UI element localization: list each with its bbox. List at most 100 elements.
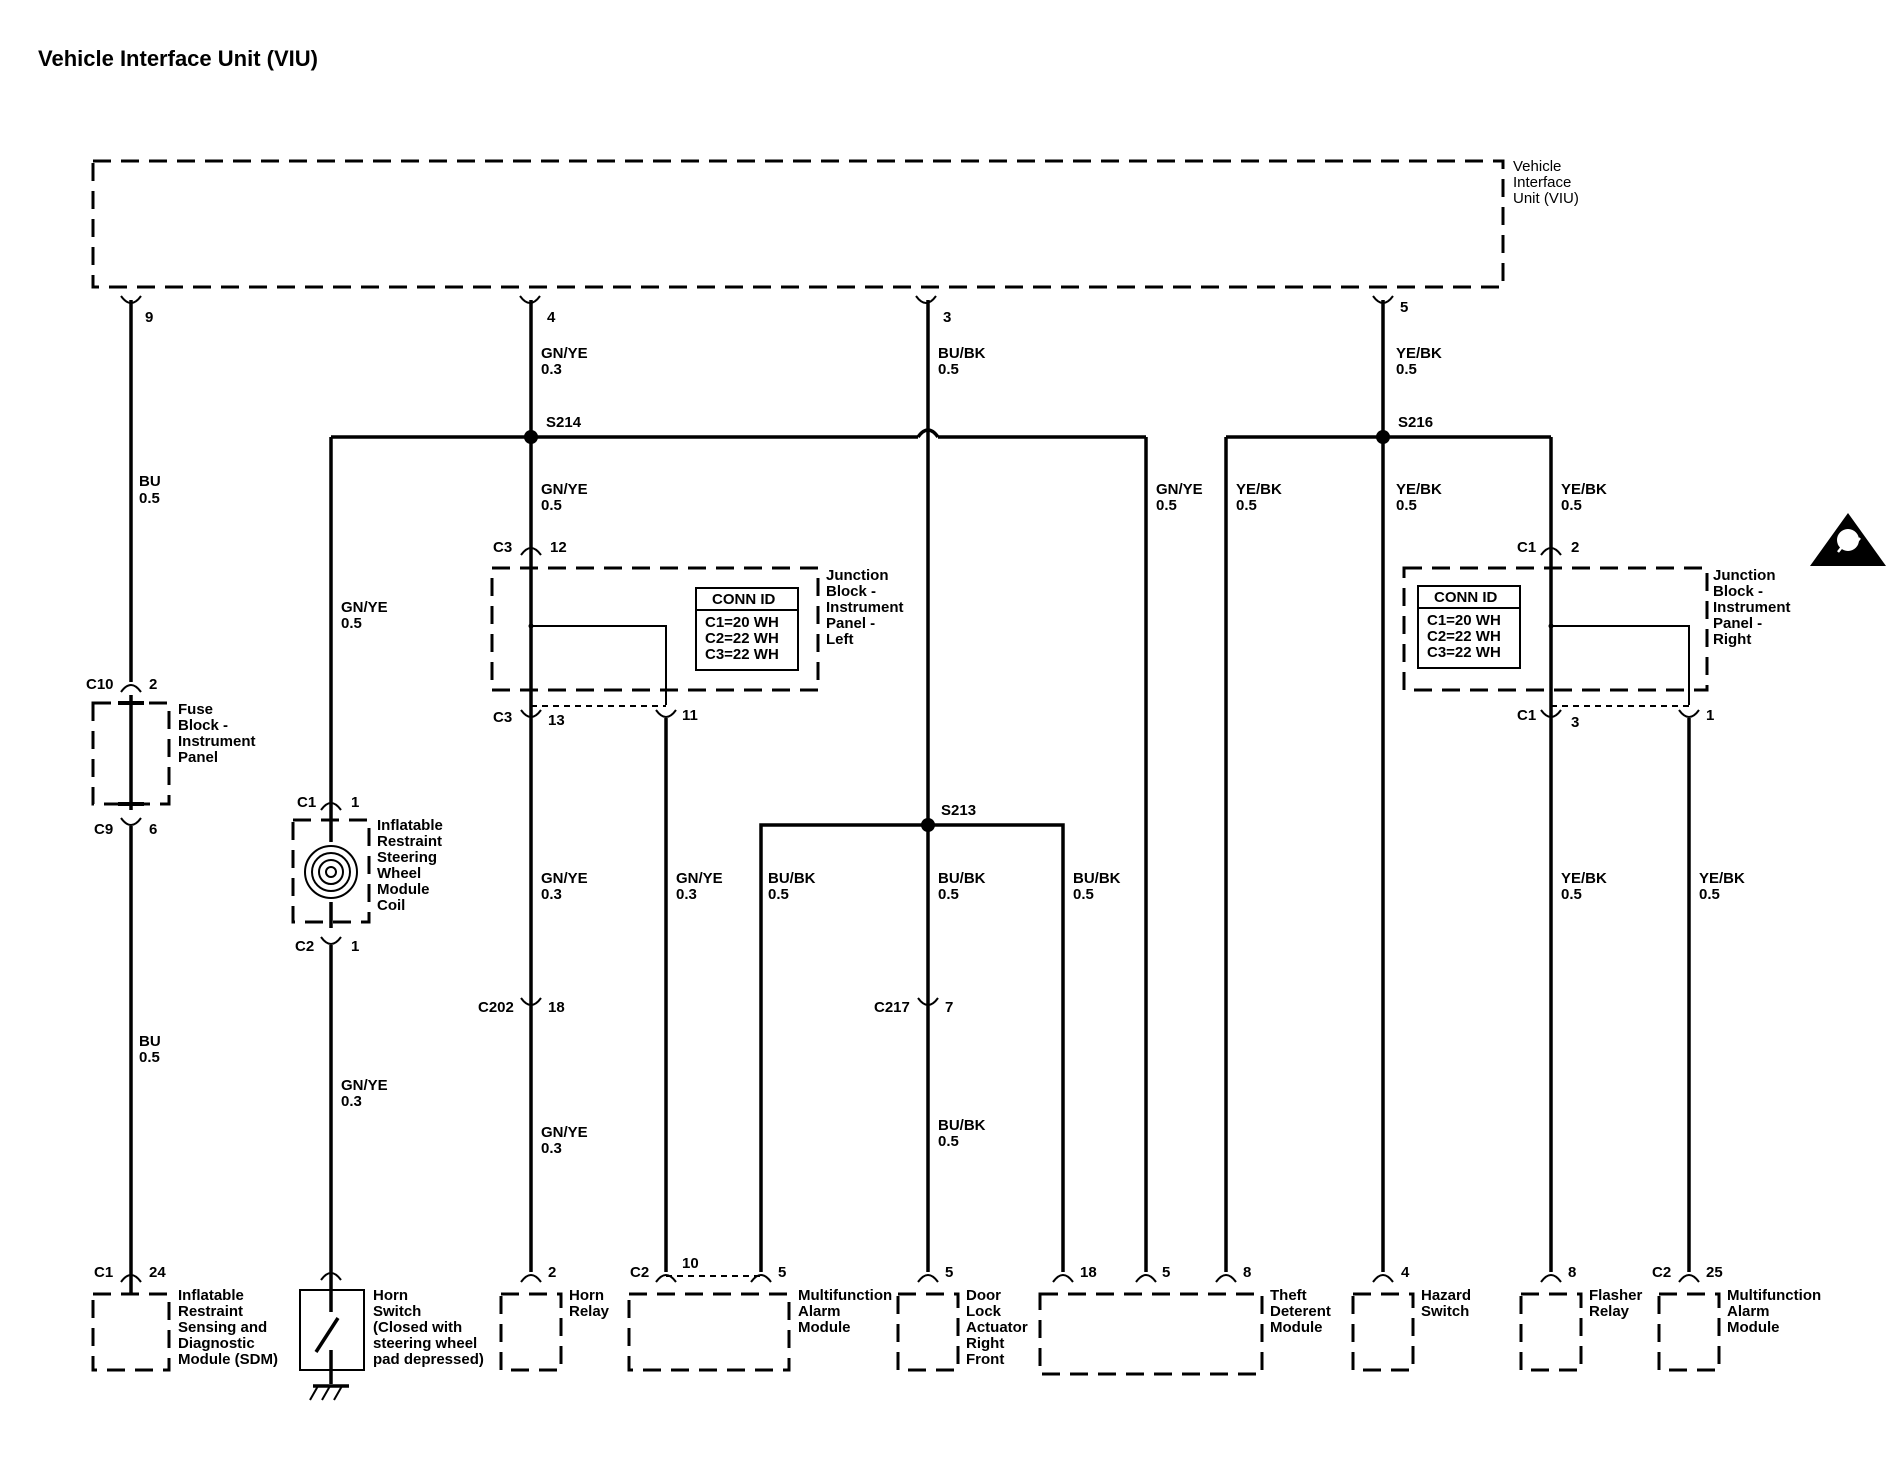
svg-text:5: 5	[1400, 299, 1408, 316]
svg-text:0.3: 0.3	[341, 1093, 362, 1110]
svg-text:C3: C3	[493, 539, 512, 556]
sdm-box	[91, 1292, 171, 1372]
svg-text:2: 2	[548, 1264, 556, 1281]
svg-text:2: 2	[149, 676, 157, 693]
svg-text:YE/BK: YE/BK	[1561, 870, 1607, 887]
svg-text:1: 1	[1706, 707, 1714, 724]
jbr-conn-id: CONN ID C1=20 WH C2=22 WH C3=22 WH	[1417, 585, 1521, 669]
page-title: Vehicle Interface Unit (VIU)	[38, 46, 318, 71]
svg-text:0.5: 0.5	[341, 615, 362, 632]
svg-text:C1=20 WH: C1=20 WH	[705, 614, 779, 631]
svg-text:5: 5	[945, 1264, 953, 1281]
svg-text:YE/BK: YE/BK	[1699, 870, 1745, 887]
svg-text:S214: S214	[546, 414, 582, 431]
svg-text:steering wheel: steering wheel	[373, 1335, 477, 1352]
svg-text:Panel: Panel	[178, 749, 218, 766]
svg-text:10: 10	[682, 1255, 699, 1272]
esd-caution-icon	[1810, 513, 1886, 566]
svg-text:C202: C202	[478, 999, 514, 1016]
connector-c10: C10 2	[86, 676, 157, 693]
svg-text:Relay: Relay	[569, 1303, 610, 1320]
svg-text:Diagnostic: Diagnostic	[178, 1335, 255, 1352]
svg-text:C2: C2	[630, 1264, 649, 1281]
svg-text:C9: C9	[94, 821, 113, 838]
svg-text:Door: Door	[966, 1287, 1001, 1304]
svg-text:Alarm: Alarm	[798, 1303, 841, 1320]
splice-s216	[1376, 430, 1390, 444]
svg-text:C2: C2	[295, 938, 314, 955]
svg-text:0.5: 0.5	[1699, 886, 1720, 903]
svg-text:Inflatable: Inflatable	[178, 1287, 244, 1304]
theft-deterent-module: 18 5 8 Theft Deterent Module	[1038, 1264, 1331, 1376]
horn-relay: 2 Horn Relay	[499, 1264, 610, 1372]
svg-text:BU/BK: BU/BK	[1073, 870, 1121, 887]
svg-text:7: 7	[945, 999, 953, 1016]
svg-text:9: 9	[145, 309, 153, 326]
connector-jbl-bottom: C3 13 11	[493, 707, 698, 729]
svg-text:C1=20 WH: C1=20 WH	[1427, 612, 1501, 629]
svg-text:Inflatable: Inflatable	[377, 817, 443, 834]
connector-c217: C217 7	[874, 997, 953, 1016]
svg-text:BU/BK: BU/BK	[938, 1117, 986, 1134]
svg-text:C2=22 WH: C2=22 WH	[705, 630, 779, 647]
svg-text:0.5: 0.5	[1561, 886, 1582, 903]
connector-coil-c1: C1 1	[297, 794, 359, 811]
svg-text:3: 3	[1571, 714, 1579, 731]
svg-text:0.5: 0.5	[1156, 497, 1177, 514]
svg-text:0.5: 0.5	[139, 490, 160, 507]
svg-text:Left: Left	[826, 631, 854, 648]
svg-text:GN/YE: GN/YE	[541, 870, 588, 887]
svg-text:Relay: Relay	[1589, 1303, 1630, 1320]
svg-text:Vehicle: Vehicle	[1513, 158, 1561, 175]
connector-jbr-top: C1 2	[1517, 539, 1579, 556]
svg-text:18: 18	[1080, 1264, 1097, 1281]
svg-text:Multifunction: Multifunction	[1727, 1287, 1821, 1304]
svg-text:YE/BK: YE/BK	[1561, 481, 1607, 498]
svg-text:Steering: Steering	[377, 849, 437, 866]
svg-text:GN/YE: GN/YE	[1156, 481, 1203, 498]
connector-coil-c2: C2 1	[295, 936, 359, 955]
svg-text:S213: S213	[941, 802, 976, 819]
svg-text:0.5: 0.5	[1073, 886, 1094, 903]
svg-text:0.3: 0.3	[541, 886, 562, 903]
svg-text:Right: Right	[966, 1335, 1004, 1352]
svg-text:BU/BK: BU/BK	[938, 345, 986, 362]
ground-icon	[309, 1384, 349, 1401]
svg-text:Interface: Interface	[1513, 174, 1571, 191]
svg-text:Module: Module	[1270, 1319, 1323, 1336]
svg-text:Theft: Theft	[1270, 1287, 1307, 1304]
svg-text:Deterent: Deterent	[1270, 1303, 1331, 1320]
svg-text:Module (SDM): Module (SDM)	[178, 1351, 278, 1368]
svg-text:0.3: 0.3	[541, 1140, 562, 1157]
svg-text:2: 2	[1571, 539, 1579, 556]
jbl-conn-id: CONN ID C1=20 WH C2=22 WH C3=22 WH	[695, 587, 799, 671]
svg-text:Coil: Coil	[377, 897, 405, 914]
svg-text:C2=22 WH: C2=22 WH	[1427, 628, 1501, 645]
svg-text:5: 5	[778, 1264, 786, 1281]
svg-text:Alarm: Alarm	[1727, 1303, 1770, 1320]
jbr-box	[1402, 566, 1709, 692]
svg-text:BU/BK: BU/BK	[938, 870, 986, 887]
svg-text:Module: Module	[798, 1319, 851, 1336]
svg-text:Hazard: Hazard	[1421, 1287, 1471, 1304]
svg-text:CONN ID: CONN ID	[1434, 589, 1498, 606]
svg-text:BU: BU	[139, 1033, 161, 1050]
svg-text:GN/YE: GN/YE	[541, 345, 588, 362]
spiral-coil-icon	[304, 845, 358, 899]
svg-text:8: 8	[1243, 1264, 1251, 1281]
svg-text:GN/YE: GN/YE	[341, 599, 388, 616]
svg-text:25: 25	[1706, 1264, 1723, 1281]
svg-text:S216: S216	[1398, 414, 1433, 431]
svg-text:0.5: 0.5	[541, 497, 562, 514]
fuse-block-label: Fuse Block - Instrument Panel	[178, 701, 256, 766]
svg-text:YE/BK: YE/BK	[1396, 481, 1442, 498]
svg-text:0.3: 0.3	[541, 361, 562, 378]
svg-text:Junction: Junction	[1713, 567, 1776, 584]
svg-text:0.5: 0.5	[139, 1049, 160, 1066]
bus-s213	[759, 823, 1065, 1272]
svg-text:Block -: Block -	[1713, 583, 1763, 600]
svg-text:C3=22 WH: C3=22 WH	[705, 646, 779, 663]
svg-text:C1: C1	[1517, 539, 1536, 556]
svg-text:18: 18	[548, 999, 565, 1016]
svg-text:0.5: 0.5	[938, 1133, 959, 1150]
